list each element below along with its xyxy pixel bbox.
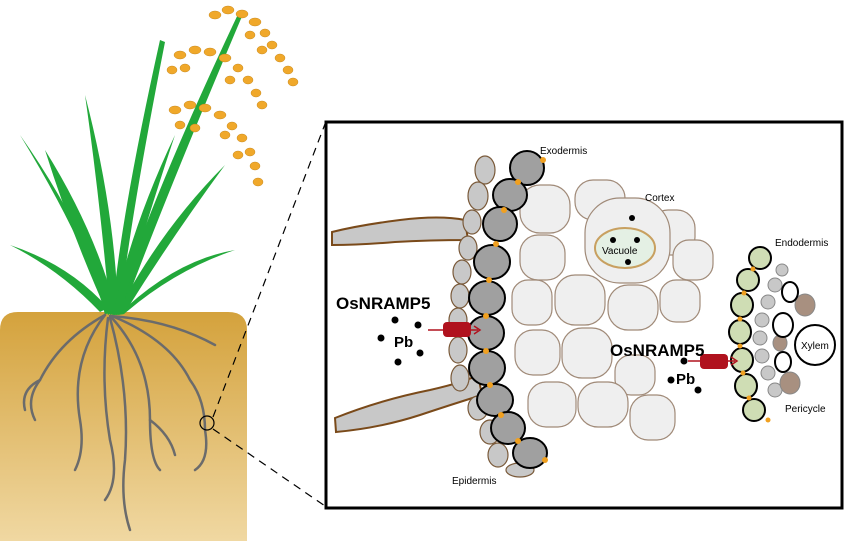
vacuole xyxy=(594,227,656,269)
label-pb-left: Pb xyxy=(394,334,413,351)
roots xyxy=(22,313,217,532)
label-cortex: Cortex xyxy=(645,193,674,204)
rice-grains xyxy=(166,5,299,187)
label-endodermis: Endodermis xyxy=(775,238,828,249)
pb-dot xyxy=(629,215,635,221)
osnramp5-transporter-right xyxy=(688,354,739,369)
osnramp5-transporter-left xyxy=(428,322,482,337)
endodermis-cells xyxy=(728,246,772,422)
cortex-cells xyxy=(511,179,714,441)
magnify-circle xyxy=(199,415,215,431)
phloem-cells xyxy=(772,293,816,395)
soil-block xyxy=(0,312,247,541)
rice-leaves xyxy=(10,10,243,315)
zoom-line-bottom xyxy=(212,428,326,507)
label-osnramp5-left: OsNRAMP5 xyxy=(336,294,430,313)
pb-particles xyxy=(377,316,702,394)
label-epidermis: Epidermis xyxy=(452,476,496,487)
xylem-vessels xyxy=(772,281,836,373)
label-osnramp5-right: OsNRAMP5 xyxy=(610,341,704,360)
pb-dot xyxy=(625,259,631,265)
endodermis-casparian-strips xyxy=(737,266,771,423)
label-pb-right: Pb xyxy=(676,371,695,388)
pb-dot xyxy=(634,237,640,243)
casparian-strips xyxy=(483,157,548,463)
pericycle-cells xyxy=(752,263,789,398)
label-pericycle: Pericycle xyxy=(785,404,826,415)
exodermis-cells xyxy=(467,150,548,469)
label-xylem: Xylem xyxy=(801,341,829,352)
label-exodermis: Exodermis xyxy=(540,146,587,157)
zoom-line-top xyxy=(212,123,326,418)
pb-dot xyxy=(610,237,616,243)
label-vacuole: Vacuole xyxy=(602,246,638,257)
